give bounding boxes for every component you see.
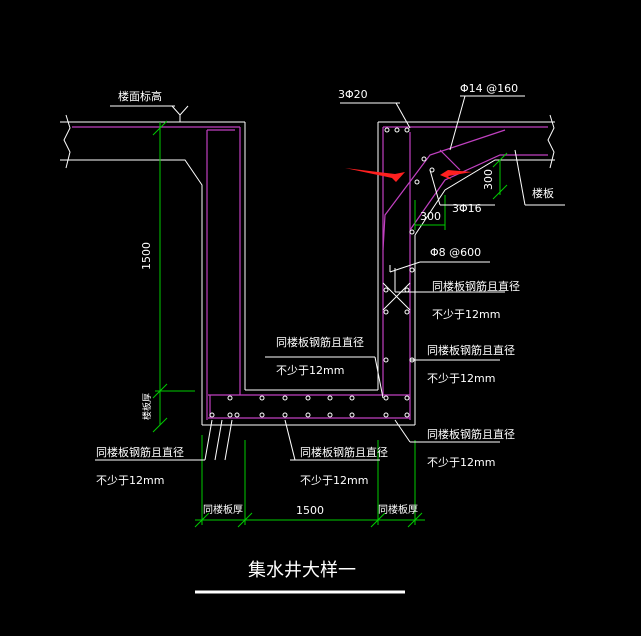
label-slab-thk-v: 楼板厚 (141, 393, 153, 420)
label-same-rebar-4b: 不少于12mm (427, 456, 495, 469)
label-slab: 楼板 (532, 186, 554, 200)
drawing-title: 集水井大样一 (248, 560, 356, 581)
label-same-rebar-6a: 同楼板钢筋且直径 (300, 445, 388, 459)
label-same-rebar-2b: 不少于12mm (276, 364, 344, 377)
label-slab-bars: Φ14 @160 (460, 82, 518, 95)
label-same-rebar-3b: 不少于12mm (427, 372, 495, 385)
label-height-1500: 1500 (140, 242, 153, 270)
label-same-rebar-3a: 同楼板钢筋且直径 (427, 343, 515, 357)
label-same-rebar-5b: 不少于12mm (96, 474, 164, 487)
label-floor-elevation: 楼面标高 (118, 89, 162, 103)
red-arrow-right (345, 168, 405, 182)
label-same-rebar-4a: 同楼板钢筋且直径 (427, 427, 515, 441)
wall-tie (382, 282, 411, 311)
label-haunch-bars: 3Φ16 (452, 202, 482, 215)
label-same-rebar-5a: 同楼板钢筋且直径 (96, 445, 184, 459)
label-top-bars: 3Φ20 (338, 88, 368, 101)
concrete-outline (60, 114, 555, 426)
label-stirrup: Φ8 @600 (430, 246, 481, 259)
label-same-rebar-1a: 同楼板钢筋且直径 (432, 279, 520, 293)
leader-lines (95, 95, 565, 594)
label-bottom-width: 1500 (296, 504, 324, 517)
red-arrow-left (440, 170, 472, 180)
text-labels: 楼面标高 3Φ20 Φ14 @160 300 楼板 300 3Φ16 Φ8 @6… (96, 82, 554, 581)
label-same-rebar-2a: 同楼板钢筋且直径 (276, 335, 364, 349)
red-arrows (345, 168, 472, 182)
rebar-lines (72, 126, 548, 420)
dimension-lines (152, 120, 508, 528)
label-dim-300-v: 300 (482, 169, 495, 190)
label-bottom-left-thk: 同楼板厚 (203, 503, 243, 516)
label-same-rebar-6b: 不少于12mm (300, 474, 368, 487)
label-dim-300-h: 300 (420, 210, 441, 223)
label-same-rebar-1b: 不少于12mm (432, 308, 500, 321)
label-bottom-right-thk: 同楼板厚 (378, 503, 418, 516)
